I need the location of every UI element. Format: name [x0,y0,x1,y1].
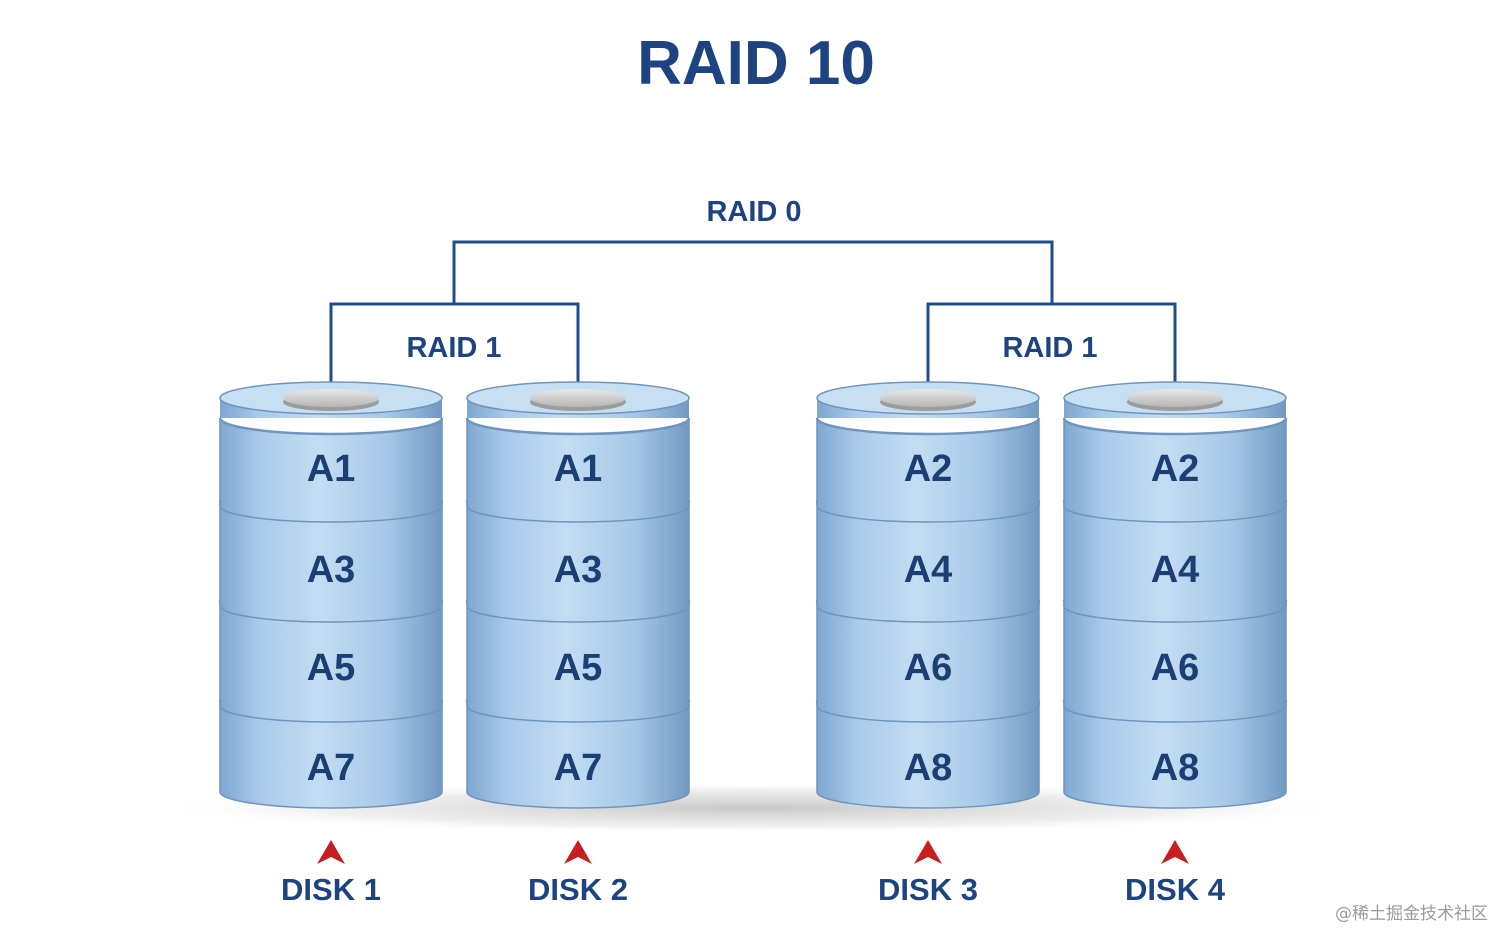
up-arrow-icon [317,840,345,864]
block-label: A3 [554,549,603,591]
floor-shadow [152,782,1352,834]
block-label: A4 [1151,549,1200,591]
up-arrow-icon [564,840,592,864]
raid0-connector [452,240,1054,304]
block-label: A2 [1151,448,1200,490]
block-label: A7 [554,747,603,789]
disk-name-label: DISK 1 [281,872,381,907]
raid1-label-right: RAID 1 [1002,332,1097,364]
disk-segment [815,417,1041,523]
block-label: A8 [904,747,953,789]
block-label: A3 [307,549,356,591]
diagram-title: RAID 10 [637,29,875,98]
disk-name-label: DISK 2 [528,872,628,907]
disk-segment [1062,417,1288,523]
watermark: @稀土掘金技术社区 [1335,904,1488,924]
spindle-icon [530,389,626,407]
raid1-label-left: RAID 1 [406,332,501,364]
block-label: A6 [1151,647,1200,689]
segment-groove [815,417,1041,436]
block-label: A4 [904,549,953,591]
block-label: A8 [1151,747,1200,789]
disk-segment [465,417,691,523]
block-label: A2 [904,448,953,490]
block-label: A5 [307,647,356,689]
raid0-label: RAID 0 [706,196,801,228]
disk-segment [218,417,444,523]
raid1-connector-left [329,302,580,396]
up-arrow-icon [1161,840,1189,864]
block-label: A6 [904,647,953,689]
segment-groove [465,417,691,436]
segment-groove [218,417,444,436]
segment-groove [1062,417,1288,436]
block-label: A1 [554,448,603,490]
disk-name-label: DISK 3 [878,872,978,907]
raid1-connector-right [926,302,1177,396]
block-label: A1 [307,448,356,490]
spindle-icon [283,389,379,407]
block-label: A7 [307,747,356,789]
block-label: A5 [554,647,603,689]
spindle-icon [1127,389,1223,407]
up-arrow-icon [914,840,942,864]
spindle-icon [880,389,976,407]
disk-name-label: DISK 4 [1125,872,1226,907]
